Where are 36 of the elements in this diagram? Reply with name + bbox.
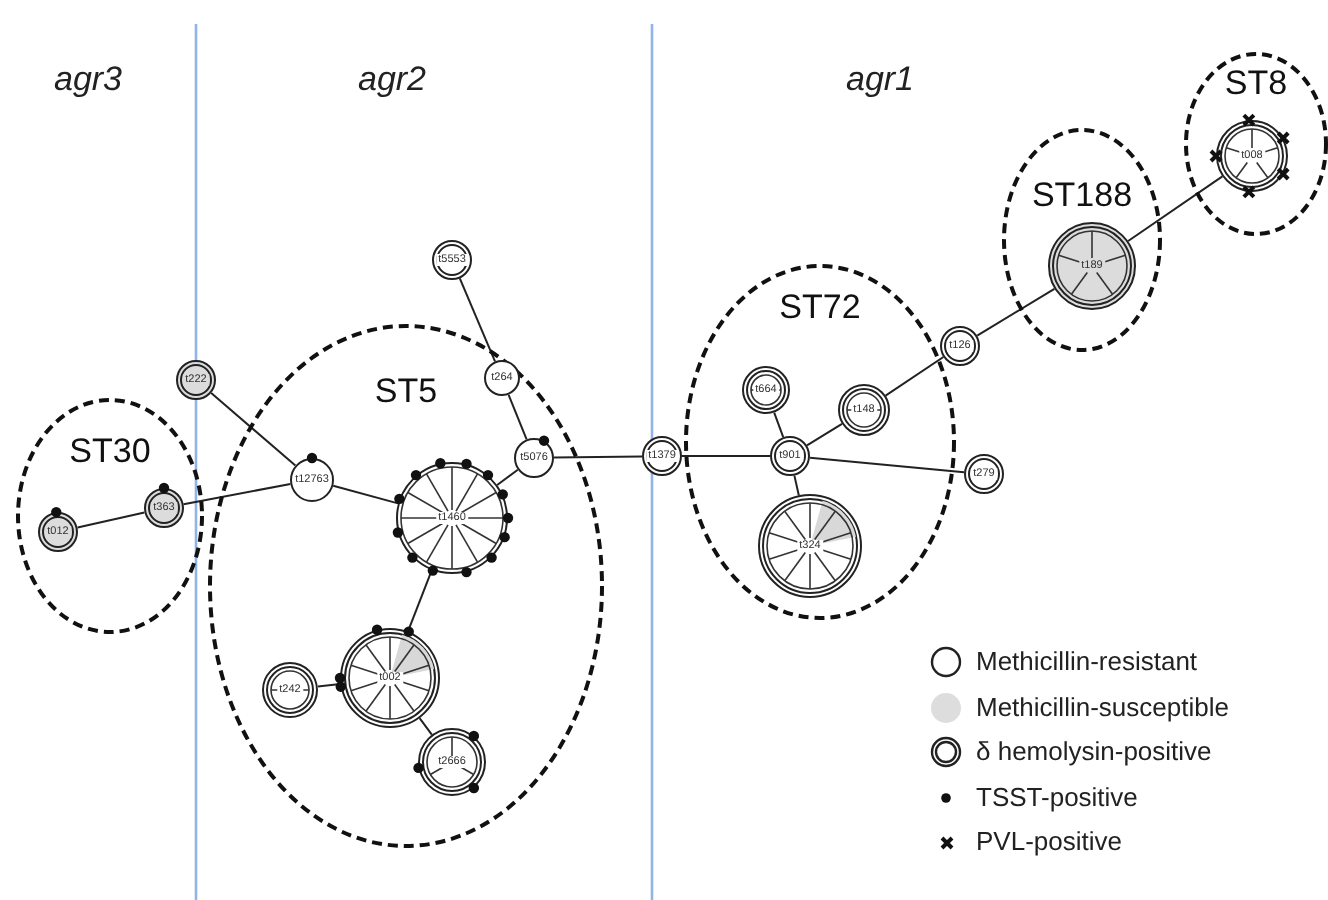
cluster-ellipse (1000, 126, 1164, 354)
connector-line (507, 393, 528, 441)
cluster-label: ST30 (69, 432, 151, 472)
connector-line (76, 511, 146, 529)
cluster-ellipse (206, 322, 606, 850)
legend-label: PVL-positive (976, 826, 1122, 856)
legend-label: δ hemolysin-positive (976, 736, 1212, 766)
connector-line (809, 456, 965, 474)
connector-line (182, 483, 292, 506)
connector-line (458, 277, 496, 363)
connector-line (496, 468, 519, 486)
cluster-ellipse (14, 396, 206, 636)
legend-label: Methicillin-resistant (976, 646, 1198, 676)
connector-line (976, 287, 1056, 337)
cluster-label: ST188 (1031, 176, 1133, 216)
connector-line (210, 392, 297, 467)
connector-line (793, 474, 800, 497)
connector-line (884, 356, 945, 397)
cluster-label: ST72 (779, 288, 861, 328)
group-label: agr1 (845, 60, 915, 100)
group-label: agr2 (357, 60, 427, 100)
cluster-ellipse (1182, 50, 1328, 238)
connector-line (1127, 175, 1224, 242)
connector-line (407, 569, 433, 633)
connector-line (553, 455, 643, 459)
legend-label: TSST-positive (976, 781, 1138, 811)
connector-line (773, 411, 785, 439)
connector-line (332, 484, 399, 505)
connector-line (418, 717, 433, 736)
connector-line (681, 455, 771, 457)
connector-line (316, 683, 342, 688)
cluster-label: ST5 (374, 372, 438, 412)
cluster-label: ST8 (1224, 64, 1288, 104)
group-label: agr3 (53, 60, 123, 100)
connector-line (806, 422, 843, 447)
legend-label: Methicillin-susceptible (976, 691, 1229, 721)
